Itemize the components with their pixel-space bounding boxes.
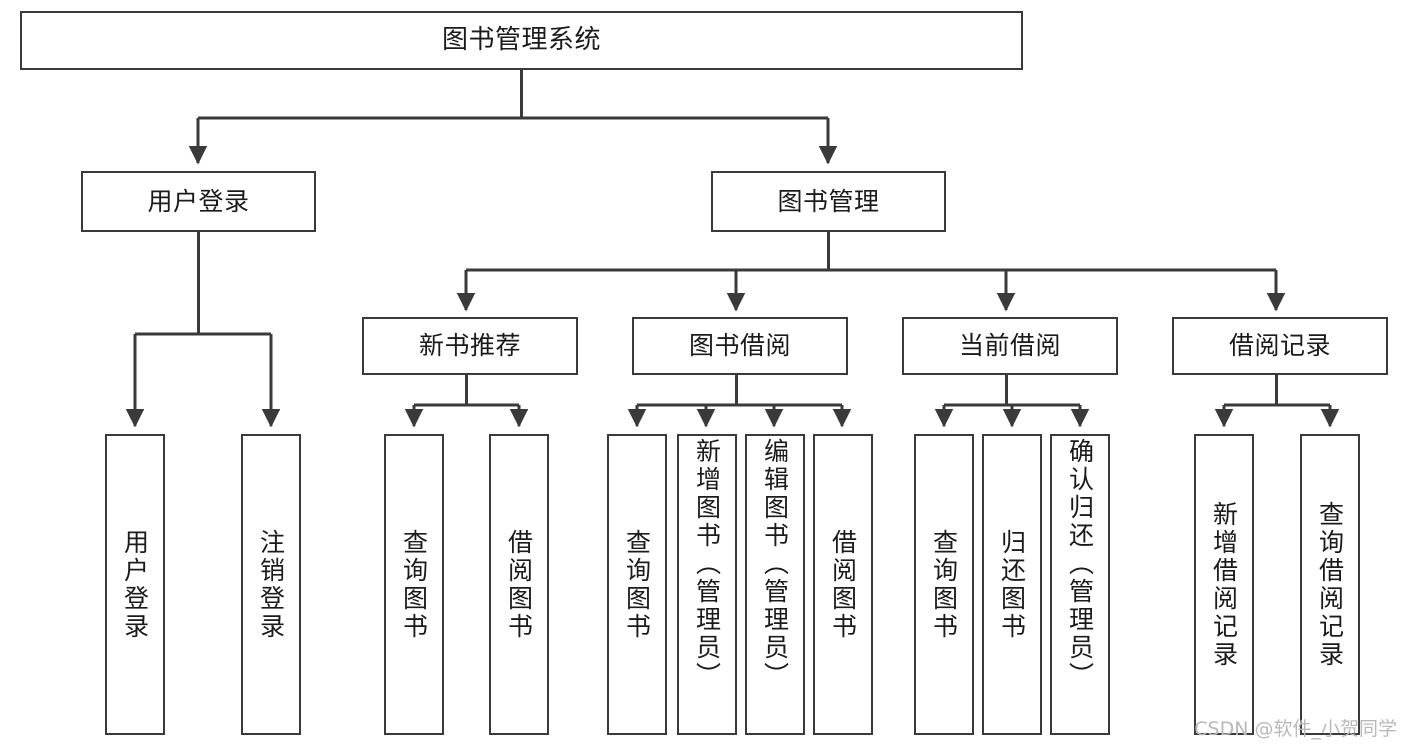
node-label: 借阅图书: [504, 528, 534, 641]
node-leaf-query-record[interactable]: 查询借阅记录: [1300, 434, 1360, 735]
node-leaf-add-book[interactable]: 新增图书（管理员）: [677, 434, 737, 735]
node-label: 查询图书: [622, 528, 652, 641]
node-label: 图书管理系统: [441, 25, 601, 56]
node-label: 当前借阅: [958, 331, 1061, 361]
node-label: 查询图书: [929, 528, 959, 641]
node-label: 注销登录: [256, 528, 286, 641]
node-leaf-user-login[interactable]: 用户登录: [105, 434, 165, 735]
csdn-watermark: CSDN @软件_小贺同学: [1194, 718, 1397, 740]
node-leaf-edit-book[interactable]: 编辑图书（管理员）: [745, 434, 805, 735]
node-label: 归还图书: [997, 528, 1027, 641]
node-label: 查询图书: [399, 528, 429, 641]
node-label: 新书推荐: [418, 331, 521, 361]
node-root-system[interactable]: 图书管理系统: [20, 11, 1023, 70]
node-label: 新增借阅记录: [1209, 500, 1239, 669]
node-current-borrow[interactable]: 当前借阅: [902, 317, 1118, 375]
node-leaf-query-book-3[interactable]: 查询图书: [914, 434, 974, 735]
node-leaf-confirm-return[interactable]: 确认归还（管理员）: [1050, 434, 1110, 735]
node-label: 新增图书（管理员）: [692, 438, 722, 690]
node-label: 图书借阅: [688, 331, 791, 361]
node-label: 借阅记录: [1228, 331, 1331, 361]
node-borrow-record[interactable]: 借阅记录: [1172, 317, 1388, 375]
node-label: 确认归还（管理员）: [1065, 438, 1095, 690]
node-leaf-add-record[interactable]: 新增借阅记录: [1194, 434, 1254, 735]
node-leaf-borrow-book-1[interactable]: 借阅图书: [489, 434, 549, 735]
node-label: 借阅图书: [828, 528, 858, 641]
node-label: 编辑图书（管理员）: [760, 438, 790, 690]
node-leaf-query-book-1[interactable]: 查询图书: [384, 434, 444, 735]
node-leaf-return-book[interactable]: 归还图书: [982, 434, 1042, 735]
node-label: 图书管理: [777, 186, 880, 216]
node-label: 用户登录: [147, 186, 250, 216]
node-book-borrow[interactable]: 图书借阅: [632, 317, 848, 375]
node-label: 用户登录: [120, 528, 150, 641]
node-book-management[interactable]: 图书管理: [711, 171, 946, 232]
node-new-book-recommend[interactable]: 新书推荐: [362, 317, 578, 375]
node-user-login[interactable]: 用户登录: [81, 171, 316, 232]
node-leaf-logout[interactable]: 注销登录: [241, 434, 301, 735]
node-leaf-query-book-2[interactable]: 查询图书: [607, 434, 667, 735]
node-label: 查询借阅记录: [1315, 500, 1345, 669]
node-leaf-borrow-book-2[interactable]: 借阅图书: [813, 434, 873, 735]
